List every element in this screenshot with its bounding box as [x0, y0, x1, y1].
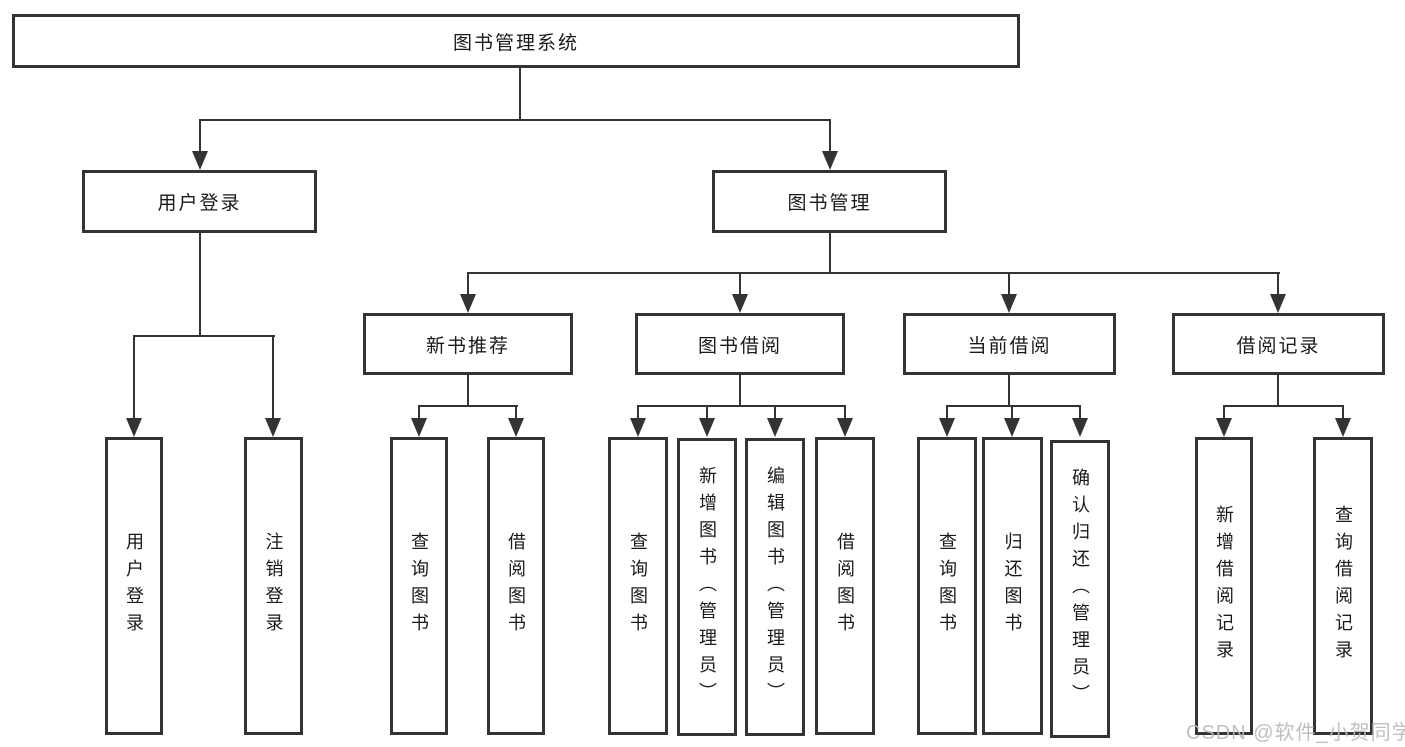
arrow-down-icon [939, 418, 955, 437]
leaf-query-books: 查询图书 [390, 437, 448, 735]
arrow-down-icon [508, 418, 524, 437]
connector-branch-line [774, 405, 776, 421]
connector-user-login-stem [199, 233, 201, 335]
arrow-down-icon [1001, 294, 1017, 313]
connector-branch-line [739, 272, 741, 296]
arrow-down-icon [126, 418, 142, 437]
node-new-book-recommend: 新书推荐 [363, 313, 573, 375]
connector-branch-line [1223, 405, 1225, 421]
arrow-down-icon [767, 418, 783, 437]
arrow-down-icon [1216, 418, 1232, 437]
leaf-borrow-books: 借阅图书 [815, 437, 875, 735]
node-book-borrow: 图书借阅 [635, 313, 845, 375]
connector-group-hline [637, 405, 846, 407]
leaf-add-borrow-record: 新增借阅记录 [1195, 437, 1253, 735]
arrow-down-icon [732, 294, 748, 313]
connector-group-hline [946, 405, 1081, 407]
node-book-management: 图书管理 [712, 170, 947, 233]
connector-level3-hline [467, 272, 1280, 274]
connector-branch-line [467, 272, 469, 296]
arrow-down-icon [837, 418, 853, 437]
connector-branch-line [946, 405, 948, 421]
arrow-down-icon [1335, 418, 1351, 437]
leaf-return-books: 归还图书 [982, 437, 1043, 735]
arrow-down-icon [1270, 294, 1286, 313]
connector-user-login-hline [133, 335, 275, 337]
leaf-add-books-admin: 新增图书（管理员） [677, 438, 737, 736]
connector-branch-line [1342, 405, 1344, 421]
arrow-down-icon [265, 418, 281, 437]
leaf-user-login: 用户登录 [105, 437, 163, 735]
connector-group-stem [1008, 375, 1010, 407]
connector-branch-line [1011, 405, 1013, 421]
node-label: 借阅记录 [1236, 335, 1321, 357]
node-user-login: 用户登录 [82, 170, 317, 233]
connector-branch-line [1008, 272, 1010, 296]
connector-group-stem [1277, 375, 1279, 407]
connector-level1-hline [199, 119, 831, 121]
connector-branch-line [515, 405, 517, 421]
node-label: 图书管理 [787, 193, 872, 214]
node-borrow-records: 借阅记录 [1172, 313, 1385, 375]
arrow-down-icon [1072, 418, 1088, 437]
arrow-down-icon [460, 294, 476, 313]
connector-branch-line [637, 405, 639, 421]
leaf-query-borrow-record: 查询借阅记录 [1313, 437, 1373, 735]
connector-branch-line [272, 335, 274, 419]
leaf-borrow-books: 借阅图书 [487, 437, 545, 735]
arrow-down-icon [411, 418, 427, 437]
node-current-borrow: 当前借阅 [903, 313, 1116, 375]
csdn-watermark: CSDN @软件_小贺同学 [1186, 722, 1405, 744]
connector-branch-line [706, 405, 708, 421]
connector-branch-line [199, 119, 201, 153]
leaf-query-books: 查询图书 [917, 437, 977, 735]
connector-branch-line [1277, 272, 1279, 296]
arrow-down-icon [630, 418, 646, 437]
node-library-management-system: 图书管理系统 [12, 14, 1020, 68]
connector-group-hline [1223, 405, 1344, 407]
connector-branch-line [829, 119, 831, 153]
connector-root-stem [519, 68, 521, 119]
connector-branch-line [844, 405, 846, 421]
leaf-query-books: 查询图书 [608, 437, 668, 735]
node-label: 当前借阅 [967, 335, 1052, 357]
node-label: 用户登录 [157, 193, 242, 214]
arrow-down-icon [1004, 418, 1020, 437]
leaf-logout: 注销登录 [244, 437, 303, 735]
node-label: 新书推荐 [425, 335, 510, 357]
connector-group-stem [467, 375, 469, 407]
connector-book-mgmt-stem [829, 233, 831, 274]
connector-branch-line [1079, 405, 1081, 421]
connector-branch-line [133, 335, 135, 419]
leaf-edit-books-admin: 编辑图书（管理员） [745, 438, 805, 736]
connector-group-hline [418, 405, 518, 407]
connector-branch-line [418, 405, 420, 421]
node-label: 图书管理系统 [452, 32, 579, 54]
arrow-down-icon [192, 151, 208, 170]
arrow-down-icon [822, 151, 838, 170]
arrow-down-icon [699, 418, 715, 437]
leaf-confirm-return-admin: 确认归还（管理员） [1050, 440, 1110, 738]
connector-group-stem [739, 375, 741, 407]
node-label: 图书借阅 [697, 335, 782, 357]
